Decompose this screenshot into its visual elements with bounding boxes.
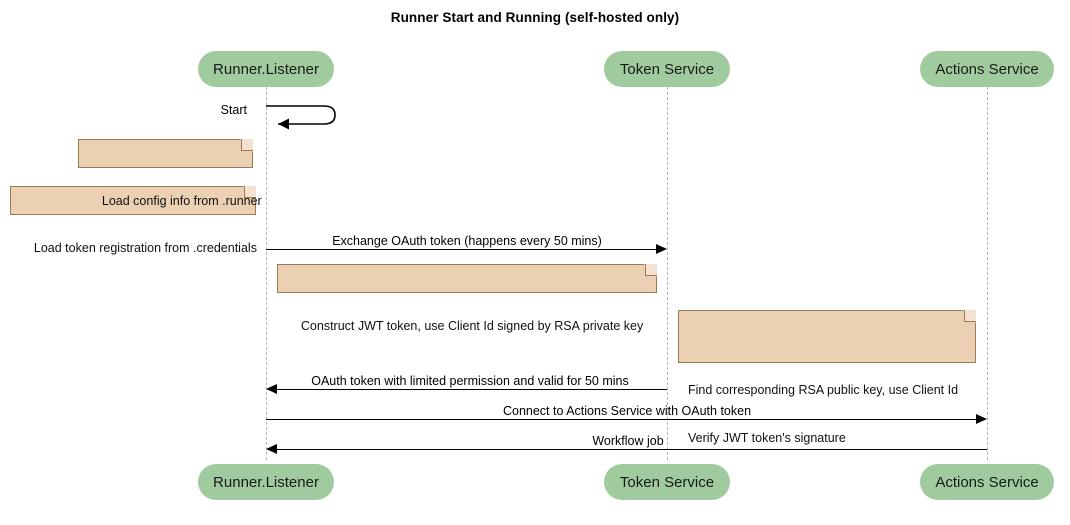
message-workflow-job-line[interactable] [277, 449, 987, 450]
self-message-arrow [266, 105, 336, 130]
note-text-line2: Verify JWT token's signature [688, 431, 846, 445]
note-text: Construct JWT token, use Client Id signe… [300, 319, 644, 333]
participant-label: Runner.Listener [213, 473, 319, 491]
participant-runner-bottom[interactable]: Runner.Listener [198, 464, 334, 500]
note-load-config: Load config info from .runner [78, 139, 262, 208]
message-connect-to-actions-service-arrowhead [976, 414, 987, 424]
message-workflow-job-label: Workflow job [592, 434, 664, 448]
message-start[interactable] [256, 98, 356, 136]
message-oauth-token-reply-arrowhead [266, 384, 277, 394]
message-oauth-token-reply-line[interactable] [277, 389, 667, 390]
note-dogear-icon [244, 186, 256, 198]
note-verify-jwt: Find corresponding RSA public key, use C… [678, 310, 976, 445]
lifeline-actions [987, 87, 988, 460]
participant-label: Runner.Listener [213, 60, 319, 78]
message-connect-to-actions-service-line[interactable] [266, 419, 976, 420]
participant-actions-bottom[interactable]: Actions Service [920, 464, 1054, 500]
message-exchange-oauth-token-line[interactable] [266, 249, 656, 250]
message-connect-to-actions-service-label: Connect to Actions Service with OAuth to… [502, 404, 752, 418]
note-text-line1: Find corresponding RSA public key, use C… [688, 383, 959, 397]
note-dogear-icon [645, 264, 657, 276]
participant-runner-top[interactable]: Runner.Listener [198, 51, 334, 87]
message-workflow-job-arrowhead [266, 444, 277, 454]
note-dogear-icon [241, 139, 253, 151]
message-exchange-oauth-token-arrowhead [656, 244, 667, 254]
note-load-token-registration: Load token registration from .credential… [10, 186, 257, 255]
message-oauth-token-reply-label: OAuth token with limited permission and … [311, 374, 629, 388]
note-text: Load config info from .runner [101, 194, 262, 208]
message-start-label: Start [220, 103, 247, 117]
diagram-title: Runner Start and Running (self-hosted on… [390, 10, 680, 25]
participant-actions-top[interactable]: Actions Service [920, 51, 1054, 87]
lifeline-runner [266, 87, 267, 460]
participant-token-top[interactable]: Token Service [604, 51, 730, 87]
participant-label: Actions Service [935, 473, 1039, 491]
note-dogear-icon [964, 310, 976, 322]
participant-label: Token Service [619, 473, 715, 491]
message-exchange-oauth-token-label: Exchange OAuth token (happens every 50 m… [332, 234, 602, 248]
participant-token-bottom[interactable]: Token Service [604, 464, 730, 500]
participant-label: Actions Service [935, 60, 1039, 78]
participant-label: Token Service [619, 60, 715, 78]
note-construct-jwt: Construct JWT token, use Client Id signe… [277, 264, 657, 333]
lifeline-token [667, 87, 668, 460]
note-text: Load token registration from .credential… [33, 241, 257, 255]
